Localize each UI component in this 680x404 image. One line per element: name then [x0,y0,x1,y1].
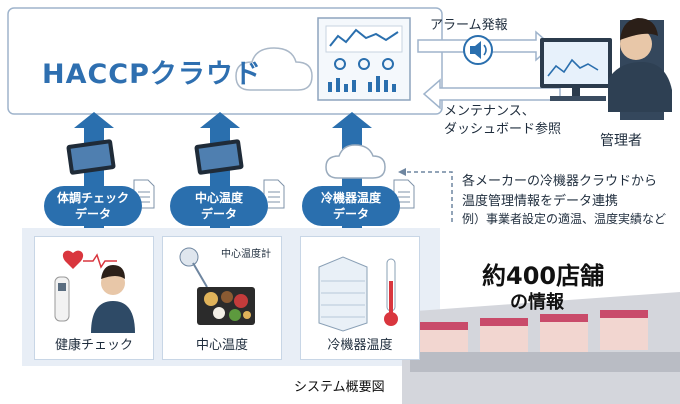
card-fridge-temp: 冷機器温度 [300,236,420,360]
lunchbox-thermometer-icon [179,247,255,325]
store-count: 約400店舗 [482,262,605,290]
pill-line1: 冷機器温度 [320,191,381,205]
pill-fridge-temp-data: 冷機器温度 データ [302,186,400,226]
thermometer-person-icon [54,250,135,333]
card-label-fridge-temp: 冷機器温度 [327,338,393,353]
pill-line2: データ [200,207,237,221]
maintenance-label-1: メンテナンス、 [444,104,535,119]
tablet-icon-2 [194,139,244,175]
haccp-cloud-title: HACCPクラウド [42,59,262,90]
admin-label: 管理者 [600,133,642,149]
tablet-icon-1 [66,139,116,175]
maintenance-arrow [422,78,561,110]
pill-line1: 中心温度 [194,191,243,205]
dashboard-monitor-icon [317,17,411,101]
pill-line2: データ [332,207,369,221]
core-thermometer-tag: 中心温度計 [221,249,271,260]
figure-caption: システム概要図 [294,380,385,395]
fridge-cloud-icon [325,144,386,179]
note-line-3: 例）事業者設定の適温、温度実績など [462,212,667,226]
note-line-1: 各メーカーの冷機器クラウドから [462,174,658,189]
store-info-label: の情報 [510,292,564,313]
maintenance-label-2: ダッシュボード参照 [444,122,562,137]
card-core-temp: 中心温度計 中心温度 [162,236,282,360]
pill-health-data: 体調チェック データ [44,186,142,226]
dashed-connector [398,171,453,222]
speaker-icon [463,35,493,65]
pill-line2: データ [74,207,111,221]
fridge-thermometer-icon [318,256,398,332]
pill-core-temp-data: 中心温度 データ [170,186,268,226]
card-label-core-temp: 中心温度 [195,338,248,353]
alarm-label: アラーム発報 [430,18,508,33]
pill-line1: 体調チェック [56,191,129,205]
card-health-check: 健康チェック [34,236,154,360]
note-line-2: 温度管理情報をデータ連携 [462,194,619,209]
admin-person-icon [540,18,672,120]
card-label-health: 健康チェック [54,338,133,353]
stores-illustration [402,292,680,404]
cloud-icon [235,47,313,91]
